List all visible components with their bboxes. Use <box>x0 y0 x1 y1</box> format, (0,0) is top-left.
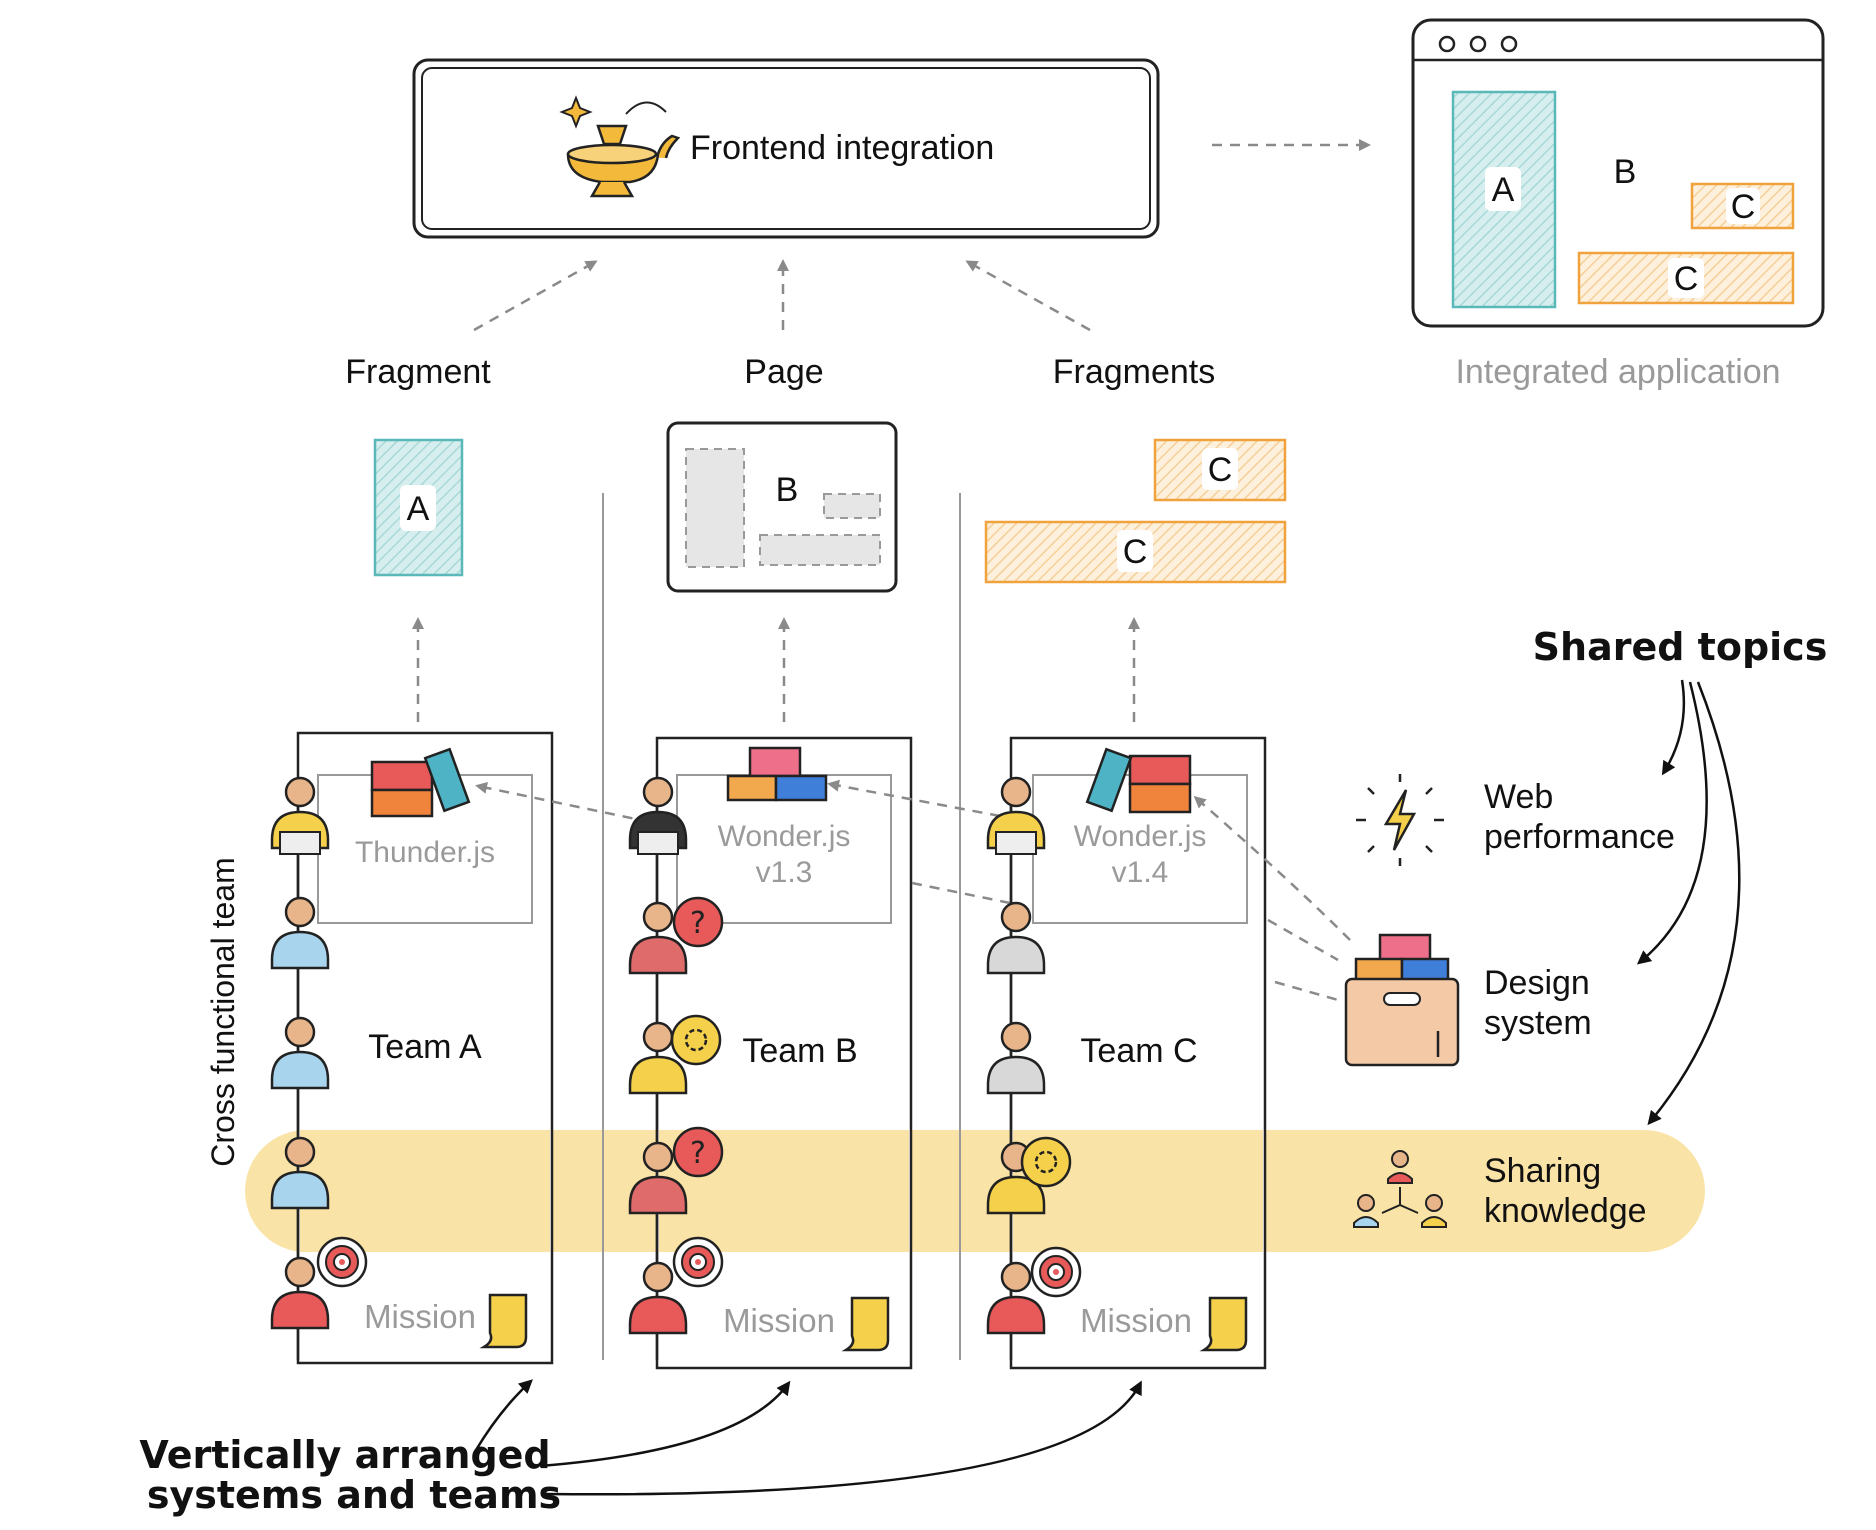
magic-lamp-icon <box>559 95 681 198</box>
team-b-library-label: Wonder.js <box>718 820 851 853</box>
footer-arrow-team-a <box>474 1379 533 1451</box>
integrated-application-caption: Integrated application <box>1455 353 1780 391</box>
design-system-connector <box>1267 918 1339 962</box>
window-dot <box>1469 35 1487 53</box>
window-dot <box>1500 35 1518 53</box>
footer-line2: systems and teams <box>147 1473 561 1517</box>
team-c-library-label: Wonder.js <box>1074 820 1207 853</box>
design-system-connector <box>1274 980 1339 1002</box>
team-c-developer-avatar <box>986 776 1046 855</box>
app-block-a-label: A <box>1492 171 1515 209</box>
team-c-library-version: v1.4 <box>1112 856 1169 889</box>
shared-topics-arrow-design <box>1636 681 1708 965</box>
design-system-line2: system <box>1484 1004 1592 1042</box>
integrated-application-window: A B C C <box>1411 18 1825 328</box>
fragments-label: Fragments <box>1053 353 1216 391</box>
window-dot <box>1438 35 1456 53</box>
target-icon <box>316 1236 368 1288</box>
page-block-b-label: B <box>776 471 799 509</box>
cross-functional-team-label: Cross functional team <box>205 857 241 1166</box>
sharing-knowledge-line2: knowledge <box>1484 1192 1647 1230</box>
scroll-icon <box>1199 1296 1248 1352</box>
fragment-label: Fragment <box>345 353 491 391</box>
page-block-b <box>666 421 898 593</box>
lego-bricks-icon <box>726 746 828 802</box>
scroll-icon <box>479 1293 528 1349</box>
team-c-mission-label: Mission <box>1080 1302 1192 1339</box>
team-a-developer-avatar <box>270 776 330 855</box>
question-icon: ? <box>672 1126 724 1178</box>
svg-text:?: ? <box>690 1136 706 1171</box>
design-system-line1: Design <box>1484 964 1590 1002</box>
team-a-mission-label: Mission <box>364 1298 476 1335</box>
fragments-block-c-large-label: C <box>1123 533 1148 571</box>
sharing-knowledge-line1: Sharing <box>1484 1152 1601 1190</box>
team-b-name: Team B <box>742 1032 857 1070</box>
svg-text:?: ? <box>690 906 706 941</box>
shared-topics-arrow-web <box>1661 679 1686 776</box>
team-a-library-label: Thunder.js <box>355 836 495 869</box>
app-block-c-small-label: C <box>1731 188 1756 226</box>
target-icon <box>672 1236 724 1288</box>
sharing-knowledge-band <box>245 1130 1705 1252</box>
footer-arrow-team-c <box>545 1380 1142 1496</box>
gear-icon <box>1020 1136 1072 1188</box>
box-icon <box>1344 933 1460 1067</box>
fragment-to-integration-arrow <box>473 260 598 332</box>
lightning-icon <box>1356 774 1444 866</box>
wonder-v14-to-v13-arrow <box>827 779 1001 818</box>
app-block-c-large-label: C <box>1674 260 1699 298</box>
app-block-b-label: B <box>1614 153 1637 191</box>
people-network-icon <box>1353 1150 1447 1228</box>
web-performance-line1: Web <box>1484 778 1553 816</box>
team-b-developer-avatar <box>628 776 688 855</box>
footer-arrow-team-b <box>539 1380 791 1468</box>
lego-bricks-icon <box>1085 747 1192 814</box>
web-performance-line2: performance <box>1484 818 1675 856</box>
shared-topics-title: Shared topics <box>1533 625 1828 669</box>
lego-bricks-icon <box>370 747 471 818</box>
team-c-name: Team C <box>1080 1032 1197 1070</box>
wonder-to-thunder-arrow <box>475 781 651 824</box>
target-icon <box>1030 1246 1082 1298</box>
fragments-to-integration-arrow <box>965 260 1091 332</box>
fragment-block-a-label: A <box>407 490 430 528</box>
team-b-mission-label: Mission <box>723 1302 835 1339</box>
team-b-library-version: v1.3 <box>756 856 813 889</box>
team-a-name: Team A <box>368 1028 482 1066</box>
page-label: Page <box>744 353 823 391</box>
fragments-block-c-small-label: C <box>1208 451 1233 489</box>
frontend-integration-box: Frontend integration <box>412 58 1160 239</box>
design-system-to-library-arrow <box>1193 796 1351 941</box>
footer-line1: Vertically arranged <box>139 1433 550 1477</box>
scroll-icon <box>841 1296 890 1352</box>
shared-topics-arrow-sharing <box>1647 681 1741 1126</box>
question-icon: ? <box>672 896 724 948</box>
frontend-integration-title: Frontend integration <box>690 129 994 167</box>
gear-icon <box>670 1014 722 1066</box>
